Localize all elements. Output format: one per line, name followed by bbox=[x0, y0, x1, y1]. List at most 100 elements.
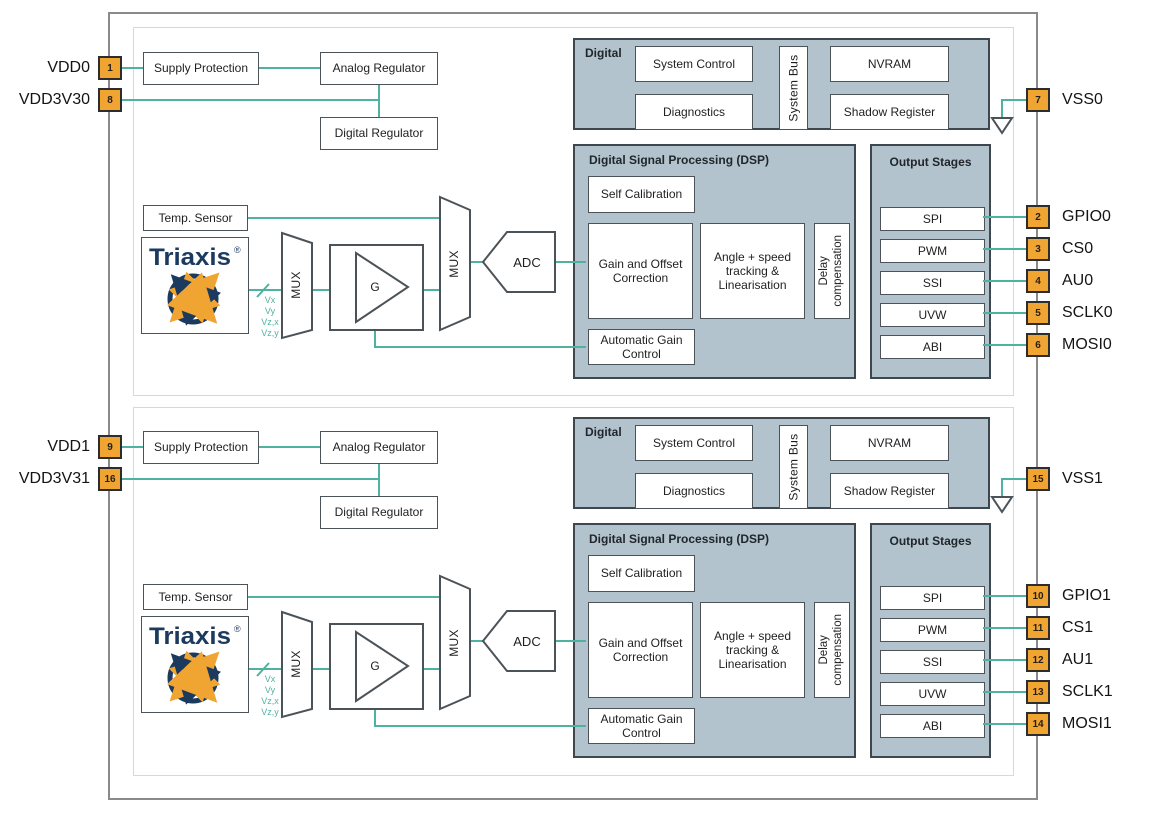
adc-label-0: ADC bbox=[513, 254, 541, 270]
pwm-box-1: PWM bbox=[880, 618, 985, 642]
registered-mark: ® bbox=[234, 245, 241, 255]
triaxis-sensor-box-1: Triaxis ® bbox=[141, 616, 249, 713]
supply-protection-box-1: Supply Protection bbox=[143, 431, 259, 464]
delay-compensation-box-1: Delay compensation bbox=[814, 602, 850, 698]
analog-regulator-box-0: Analog Regulator bbox=[320, 52, 438, 85]
triaxis-wordmark: Triaxis bbox=[149, 623, 231, 650]
supply-protection-box-0: Supply Protection bbox=[143, 52, 259, 85]
dsp-block-0: Digital Signal Processing (DSP) Self Cal… bbox=[573, 144, 856, 379]
pin-1: 1 bbox=[98, 56, 122, 80]
pin-number: 14 bbox=[1032, 718, 1044, 730]
pin-number: 5 bbox=[1035, 307, 1041, 319]
pin-6: 6 bbox=[1026, 333, 1050, 357]
pin-14: 14 bbox=[1026, 712, 1050, 736]
adc-label-1: ADC bbox=[513, 633, 541, 649]
pin-number: 2 bbox=[1035, 211, 1041, 223]
agc-box-1: Automatic Gain Control bbox=[588, 708, 695, 744]
pin-label-sclk1: SCLK1 bbox=[1062, 683, 1113, 700]
registered-mark: ® bbox=[234, 624, 241, 634]
mux2-label-0: MUX bbox=[446, 249, 461, 278]
pin-label-vss0: VSS0 bbox=[1062, 91, 1103, 108]
self-calibration-box-1: Self Calibration bbox=[588, 555, 695, 592]
pin-number: 15 bbox=[1032, 473, 1044, 485]
signal-labels-0: Vx Vy Vz,x Vz,y bbox=[261, 295, 279, 338]
pin-label-vss1: VSS1 bbox=[1062, 470, 1103, 487]
pin-3: 3 bbox=[1026, 237, 1050, 261]
pin-2: 2 bbox=[1026, 205, 1050, 229]
pin-number: 3 bbox=[1035, 243, 1041, 255]
pin-label-cs1: CS1 bbox=[1062, 619, 1094, 636]
agc-box-0: Automatic Gain Control bbox=[588, 329, 695, 365]
pin-number: 1 bbox=[107, 62, 113, 74]
temp-sensor-box-1: Temp. Sensor bbox=[143, 584, 248, 610]
pin-number: 16 bbox=[104, 473, 116, 485]
pin-number: 4 bbox=[1035, 275, 1041, 287]
gain-offset-box-1: Gain and Offset Correction bbox=[588, 602, 693, 698]
digital-block-0: Digital System Control Diagnostics Syste… bbox=[573, 38, 990, 130]
ssi-box-0: SSI bbox=[880, 271, 985, 295]
pin-16: 16 bbox=[98, 467, 122, 491]
pwm-box-0: PWM bbox=[880, 239, 985, 263]
spi-box-0: SPI bbox=[880, 207, 985, 231]
angle-speed-box-1: Angle + speed tracking & Linearisation bbox=[700, 602, 805, 698]
analog-regulator-box-1: Analog Regulator bbox=[320, 431, 438, 464]
pin-label-vdd3v31: VDD3V31 bbox=[18, 470, 90, 487]
pin-label-vdd1: VDD1 bbox=[47, 438, 90, 455]
nvram-box-0: NVRAM bbox=[830, 46, 949, 82]
pin-label-gpio0: GPIO0 bbox=[1062, 208, 1111, 225]
diagnostics-box-1: Diagnostics bbox=[635, 473, 753, 509]
triaxis-sensor-box-0: Triaxis ® bbox=[141, 237, 249, 334]
shadow-register-box-1: Shadow Register bbox=[830, 473, 949, 509]
amp-label-1: G bbox=[370, 659, 380, 673]
mux2-label-1: MUX bbox=[446, 628, 461, 657]
pin-8: 8 bbox=[98, 88, 122, 112]
digital-regulator-box-1: Digital Regulator bbox=[320, 496, 438, 529]
system-bus-box-1: System Bus bbox=[779, 425, 808, 509]
pin-number: 8 bbox=[107, 94, 113, 106]
pin-number: 11 bbox=[1032, 622, 1044, 634]
diagnostics-box-0: Diagnostics bbox=[635, 94, 753, 130]
pin-5: 5 bbox=[1026, 301, 1050, 325]
digital-block-1: Digital System Control Diagnostics Syste… bbox=[573, 417, 990, 509]
pin-label-sclk0: SCLK0 bbox=[1062, 304, 1113, 321]
shadow-register-box-0: Shadow Register bbox=[830, 94, 949, 130]
angle-speed-box-0: Angle + speed tracking & Linearisation bbox=[700, 223, 805, 319]
pin-number: 12 bbox=[1032, 654, 1044, 666]
pin-11: 11 bbox=[1026, 616, 1050, 640]
pin-label-vdd0: VDD0 bbox=[47, 59, 90, 76]
system-bus-box-0: System Bus bbox=[779, 46, 808, 130]
pin-12: 12 bbox=[1026, 648, 1050, 672]
triaxis-wordmark: Triaxis bbox=[149, 244, 231, 271]
system-control-box-1: System Control bbox=[635, 425, 753, 461]
ssi-box-1: SSI bbox=[880, 650, 985, 674]
amp-label-0: G bbox=[370, 280, 380, 294]
triaxis-logo-0: Triaxis ® bbox=[149, 244, 241, 326]
temp-sensor-box-0: Temp. Sensor bbox=[143, 205, 248, 231]
uvw-box-1: UVW bbox=[880, 682, 985, 706]
pin-label-gpio1: GPIO1 bbox=[1062, 587, 1111, 604]
pin-label-cs0: CS0 bbox=[1062, 240, 1094, 257]
pin-label-mosi1: MOSI1 bbox=[1062, 715, 1112, 732]
pin-10: 10 bbox=[1026, 584, 1050, 608]
pin-number: 10 bbox=[1032, 590, 1044, 602]
pin-label-au0: AU0 bbox=[1062, 272, 1094, 289]
pin-label-vdd3v30: VDD3V30 bbox=[18, 91, 90, 108]
triaxis-logo-1: Triaxis ® bbox=[149, 623, 241, 705]
system-control-box-0: System Control bbox=[635, 46, 753, 82]
digital-regulator-box-0: Digital Regulator bbox=[320, 117, 438, 150]
dsp-block-1: Digital Signal Processing (DSP) Self Cal… bbox=[573, 523, 856, 758]
abi-box-0: ABI bbox=[880, 335, 985, 359]
self-calibration-box-0: Self Calibration bbox=[588, 176, 695, 213]
gain-offset-box-0: Gain and Offset Correction bbox=[588, 223, 693, 319]
pin-4: 4 bbox=[1026, 269, 1050, 293]
pin-7: 7 bbox=[1026, 88, 1050, 112]
pin-15: 15 bbox=[1026, 467, 1050, 491]
uvw-box-0: UVW bbox=[880, 303, 985, 327]
pin-number: 6 bbox=[1035, 339, 1041, 351]
nvram-box-1: NVRAM bbox=[830, 425, 949, 461]
delay-compensation-box-0: Delay compensation bbox=[814, 223, 850, 319]
spi-box-1: SPI bbox=[880, 586, 985, 610]
signal-labels-1: Vx Vy Vz,x Vz,y bbox=[261, 674, 279, 717]
output-stages-block-0: Output Stages SPI PWM SSI UVW ABI bbox=[870, 144, 991, 379]
